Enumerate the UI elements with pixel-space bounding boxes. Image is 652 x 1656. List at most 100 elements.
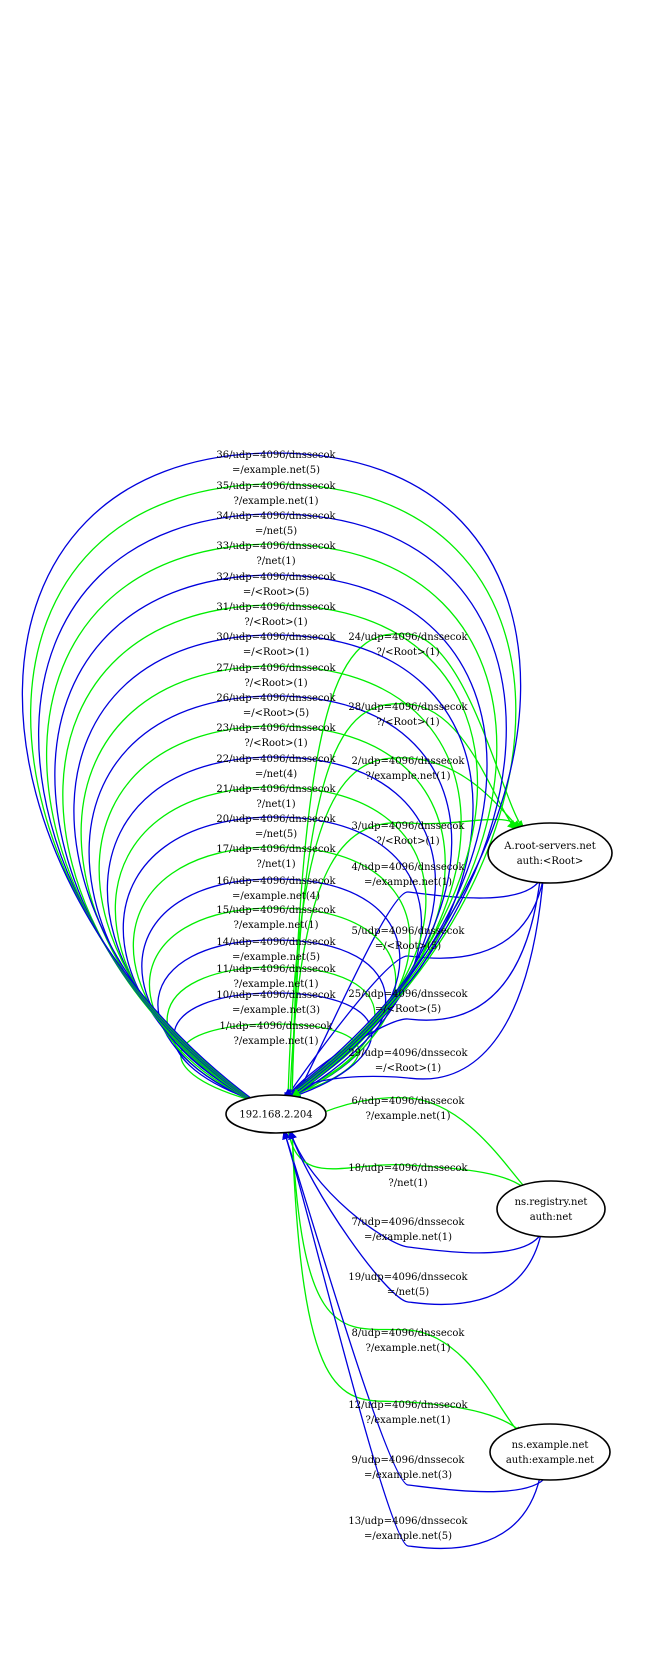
edge-label-12: 12/udp=4096/dnssecok?/example.net(1) (348, 1400, 468, 1426)
edge-label-17-line: 17/udp=4096/dnssecok (216, 844, 336, 855)
edge-label-27-line: 27/udp=4096/dnssecok (216, 663, 336, 674)
node-client: 192.168.2.204 (225, 1094, 327, 1134)
edge-label-24: 24/udp=4096/dnssecok?/<Root>(1) (348, 632, 468, 658)
edge-label-33-line: 33/udp=4096/dnssecok (216, 541, 336, 552)
edge-label-19-line: 19/udp=4096/dnssecok (348, 1272, 468, 1283)
edge-label-9: 9/udp=4096/dnssecok =/example.net(3) (352, 1455, 466, 1481)
edge-label-7: 7/udp=4096/dnssecok =/example.net(1) (352, 1217, 466, 1243)
edge-label-12-line: ?/example.net(1) (366, 1415, 451, 1426)
edge-23-query (98, 725, 446, 1100)
node-example-label: auth:example.net (506, 1455, 594, 1466)
edge-label-8-line: ?/example.net(1) (366, 1343, 451, 1354)
node-registry-label: auth:net (530, 1212, 573, 1223)
edge-label-25-line: 25/udp=4096/dnssecok (348, 989, 468, 1000)
edge-label-28-line: ?/<Root>(1) (376, 717, 439, 728)
edge-21-query (114, 786, 427, 1100)
edge-label-23-line: 23/udp=4096/dnssecok (216, 723, 336, 734)
edge-label-6: 6/udp=4096/dnssecok?/example.net(1) (352, 1096, 466, 1122)
edge-label-7-line: =/example.net(1) (364, 1232, 452, 1243)
edge-28-query (291, 703, 517, 1098)
edge-label-7-line: 7/udp=4096/dnssecok (352, 1217, 466, 1228)
edge-label-22-line: =/net(4) (255, 769, 297, 780)
edge-label-29: 29/udp=4096/dnssecok=/<Root>(1) (348, 1048, 468, 1074)
edge-22-response (106, 756, 437, 1100)
edge-label-8: 8/udp=4096/dnssecok?/example.net(1) (352, 1328, 466, 1354)
edge-label-35-line: 35/udp=4096/dnssecok (216, 481, 336, 492)
edge-label-9-line: 9/udp=4096/dnssecok (352, 1455, 466, 1466)
edge-label-11-line: ?/example.net(1) (234, 979, 319, 990)
edge-label-20: 20/udp=4096/dnssecok=/net(5) (216, 814, 336, 840)
edge-7-response (288, 1130, 542, 1254)
node-root-label: A.root-servers.net (503, 841, 595, 852)
edge-label-13-line: =/example.net(5) (364, 1531, 452, 1542)
edge-label-26-line: 26/udp=4096/dnssecok (216, 693, 336, 704)
edge-25-response (283, 879, 541, 1102)
edge-label-32-line: =/<Root>(5) (243, 587, 309, 598)
edge-label-1-line: ?/example.net(1) (234, 1036, 319, 1047)
edge-1-query (180, 1023, 360, 1100)
edge-33-query (46, 543, 498, 1100)
edge-label-9-line: =/example.net(3) (364, 1470, 452, 1481)
edge-36-response (21, 452, 522, 1100)
edge-label-13: 13/udp=4096/dnssecok =/example.net(5) (348, 1516, 468, 1542)
edge-label-2-line: 2/udp=4096/dnssecok (352, 756, 466, 767)
edge-label-20-line: =/net(5) (255, 829, 297, 840)
edge-label-26-line: =/<Root>(5) (243, 708, 309, 719)
edge-13-response (282, 1130, 541, 1550)
edge-18-query (287, 1128, 530, 1193)
nodes-layer: 192.168.2.204A.root-servers.netauth:<Roo… (225, 822, 613, 1481)
edge-label-6-line: ?/example.net(1) (366, 1111, 451, 1122)
edge-label-10: 10/udp=4096/dnssecok=/example.net(3) (216, 990, 336, 1016)
edge-label-36-line: 36/udp=4096/dnssecok (216, 450, 336, 461)
edge-label-21-line: ?/net(1) (256, 799, 295, 810)
edge-label-17-line: ?/net(1) (256, 859, 295, 870)
edge-label-2-line: ?/example.net(1) (366, 771, 451, 782)
node-registry: ns.registry.net auth:net (496, 1180, 606, 1238)
edge-label-18: 18/udp=4096/dnssecok?/net(1) (348, 1163, 468, 1189)
edge-label-14-line: 14/udp=4096/dnssecok (216, 937, 336, 948)
node-client-label: 192.168.2.204 (239, 1110, 312, 1121)
node-registry-label: ns.registry.net (515, 1197, 588, 1208)
edge-label-13-line: 13/udp=4096/dnssecok (348, 1516, 468, 1527)
edge-label-25: 25/udp=4096/dnssecok=/<Root>(5) (348, 989, 468, 1015)
edge-label-16-line: 16/udp=4096/dnssecok (216, 876, 336, 887)
edge-label-16-line: =/example.net(4) (232, 891, 320, 902)
edge-label-33: 33/udp=4096/dnssecok ?/net(1) (216, 541, 336, 567)
node-registry-ellipse (496, 1180, 606, 1238)
edge-12-query (291, 1128, 526, 1436)
edge-label-10-line: 10/udp=4096/dnssecok (216, 990, 336, 1001)
node-client-ellipse (225, 1094, 327, 1134)
edge-label-33-line: ?/net(1) (256, 556, 295, 567)
edge-label-28: 28/udp=4096/dnssecok?/<Root>(1) (348, 702, 468, 728)
edge-31-query (62, 604, 479, 1100)
edge-label-14-line: =/example.net(5) (232, 952, 320, 963)
edge-label-23-line: ?/<Root>(1) (244, 738, 307, 749)
edge-10-response (173, 992, 373, 1100)
edge-label-22: 22/udp=4096/dnssecok=/net(4) (216, 754, 336, 780)
edge-label-34-line: 34/udp=4096/dnssecok (216, 511, 336, 522)
edge-label-19: 19/udp=4096/dnssecok =/net(5) (348, 1272, 468, 1298)
edge-label-26: 26/udp=4096/dnssecok =/<Root>(5) (216, 693, 336, 719)
edge-label-36-line: =/example.net(5) (232, 465, 320, 476)
edge-label-19-line: =/net(5) (387, 1287, 429, 1298)
edge-label-32-line: 32/udp=4096/dnssecok (216, 572, 336, 583)
edge-29-response (283, 879, 544, 1102)
edge-label-24-line: ?/<Root>(1) (376, 647, 439, 658)
edge-label-4: 4/udp=4096/dnssecok=/example.net(1) (352, 862, 466, 888)
edge-labels-layer: 1/udp=4096/dnssecok?/example.net(1)2/udp… (216, 450, 468, 1542)
edge-label-35: 35/udp=4096/dnssecok?/example.net(1) (216, 481, 336, 507)
edge-4-response (292, 879, 541, 1102)
edge-label-27: 27/udp=4096/dnssecok?/<Root>(1) (216, 663, 336, 689)
edge-label-18-line: ?/net(1) (388, 1178, 427, 1189)
edge-label-32: 32/udp=4096/dnssecok =/<Root>(5) (216, 572, 336, 598)
edge-label-5-line: =/<Root>(5) (375, 941, 441, 952)
edge-label-5: 5/udp=4096/dnssecok =/<Root>(5) (352, 926, 466, 952)
edge-label-16: 16/udp=4096/dnssecok =/example.net(4) (216, 876, 336, 902)
edge-24-query (291, 633, 525, 1098)
edge-label-5-line: 5/udp=4096/dnssecok (352, 926, 466, 937)
edge-label-34-line: =/net(5) (255, 526, 297, 537)
edge-label-14: 14/udp=4096/dnssecok =/example.net(5) (216, 937, 336, 963)
edge-label-30-line: =/<Root>(1) (243, 647, 309, 658)
edge-label-23: 23/udp=4096/dnssecok ?/<Root>(1) (216, 723, 336, 749)
